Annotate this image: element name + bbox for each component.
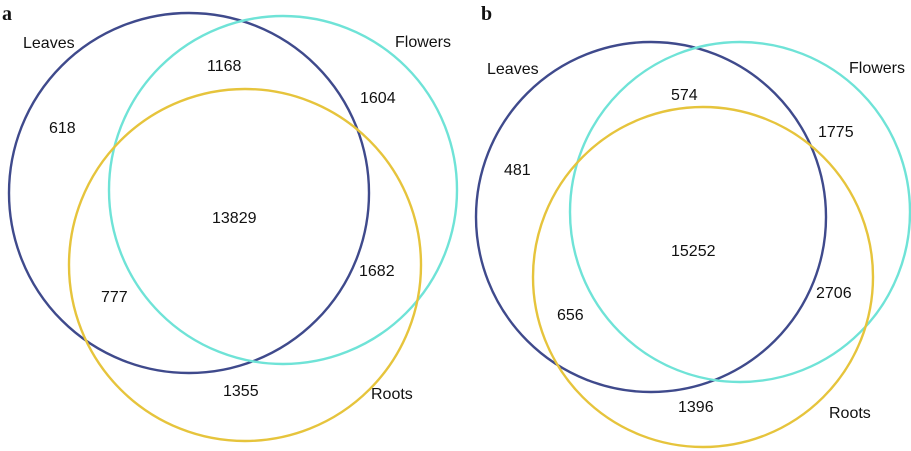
- count-leaves-roots: 656: [557, 307, 584, 324]
- count-all-three: 13829: [212, 210, 257, 227]
- panel-a-label: a: [2, 3, 12, 25]
- count-leaves-flowers: 574: [671, 87, 698, 104]
- count-flowers-only: 1775: [818, 124, 854, 141]
- leaves-circle: [474, 40, 828, 394]
- set-label-leaves: Leaves: [23, 35, 75, 52]
- count-flowers-only: 1604: [360, 90, 396, 107]
- set-label-leaves: Leaves: [487, 61, 539, 78]
- count-leaves-flowers: 1168: [207, 58, 242, 75]
- count-roots-only: 1355: [223, 383, 259, 400]
- count-leaves-only: 618: [49, 120, 76, 137]
- set-label-roots: Roots: [371, 386, 413, 403]
- flowers-circle: [568, 40, 911, 384]
- count-roots-only: 1396: [678, 399, 714, 416]
- count-flowers-roots: 1682: [359, 263, 395, 280]
- set-label-flowers: Flowers: [395, 34, 451, 51]
- roots-circle: [531, 105, 875, 449]
- count-flowers-roots: 2706: [816, 285, 852, 302]
- count-leaves-only: 481: [504, 162, 531, 179]
- count-all-three: 15252: [671, 243, 716, 260]
- set-label-roots: Roots: [829, 405, 871, 422]
- leaves-circle: [7, 11, 371, 375]
- set-label-flowers: Flowers: [849, 60, 905, 77]
- panel-a: a Leaves Flowers Roots 618 1168 1604 138…: [2, 3, 459, 443]
- panel-b-label: b: [481, 3, 492, 25]
- flowers-circle: [107, 14, 459, 366]
- count-leaves-roots: 777: [101, 289, 128, 306]
- roots-circle: [67, 87, 423, 443]
- panel-b: b Leaves Flowers Roots 481 574 1775 1525…: [474, 3, 911, 449]
